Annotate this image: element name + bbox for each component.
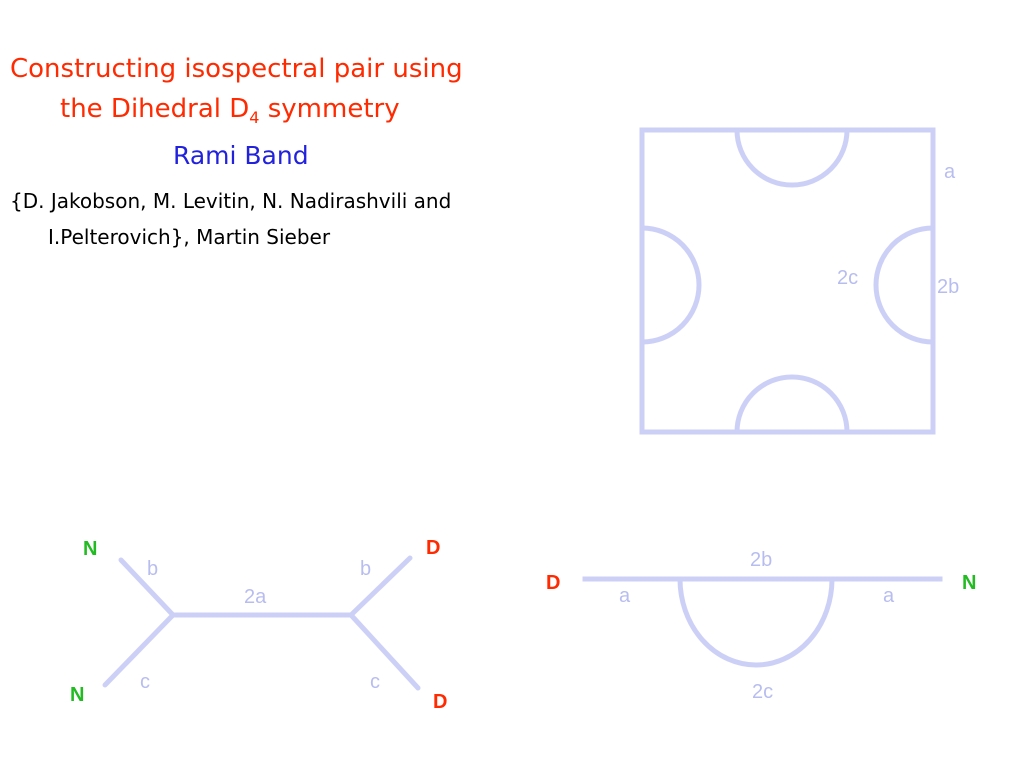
tree-vertex-bottom-right: D	[433, 691, 447, 713]
line-graph-arc	[677, 576, 835, 668]
semicircle-bottom	[734, 374, 850, 435]
tree-edge-lower-left	[102, 612, 176, 688]
line-label-2b: 2b	[750, 549, 772, 571]
title-subscript: 4	[249, 108, 260, 128]
square-label-2c: 2c	[837, 267, 858, 289]
tree-label-b-right: b	[360, 558, 371, 580]
references-line-1: {D. Jakobson, M. Levitin, N. Nadirashvil…	[10, 189, 452, 213]
semicircle-left	[639, 225, 702, 345]
title-line-2-suffix: symmetry	[259, 94, 400, 124]
tree-label-b-left: b	[147, 558, 158, 580]
tree-vertex-top-left: N	[83, 538, 97, 560]
tree-vertex-top-right: D	[426, 537, 440, 559]
square-label-a: a	[944, 161, 956, 183]
semicircle-right	[873, 225, 936, 345]
author-name: Rami Band	[173, 141, 309, 170]
title-line-2: the Dihedral D4 symmetry	[60, 91, 400, 136]
line-graph-edges	[582, 576, 943, 668]
tree-label-2a: 2a	[244, 586, 267, 608]
line-vertex-left: D	[546, 572, 560, 594]
square-outline	[639, 127, 936, 435]
line-label-a-right: a	[883, 585, 895, 607]
line-label-2c: 2c	[752, 681, 773, 703]
tree-edge-upper-right	[348, 555, 413, 618]
tree-edge-upper-left	[118, 557, 176, 618]
tree-label-c-right: c	[370, 671, 380, 693]
tree-edge-lower-right	[348, 612, 421, 691]
tree-vertex-bottom-left: N	[70, 684, 84, 706]
title-line-1: Constructing isospectral pair using	[10, 54, 463, 84]
square-label-2b: 2b	[937, 276, 959, 298]
line-vertex-right: N	[962, 572, 976, 594]
line-label-a-left: a	[619, 585, 631, 607]
square-edges	[639, 127, 936, 435]
tree-label-c-left: c	[140, 671, 150, 693]
references-line-2: I.Pelterovich}, Martin Sieber	[48, 225, 331, 249]
semicircle-top	[734, 127, 850, 188]
title-line-2-prefix: the Dihedral D	[60, 94, 250, 124]
tree-graph-edges	[102, 555, 421, 691]
